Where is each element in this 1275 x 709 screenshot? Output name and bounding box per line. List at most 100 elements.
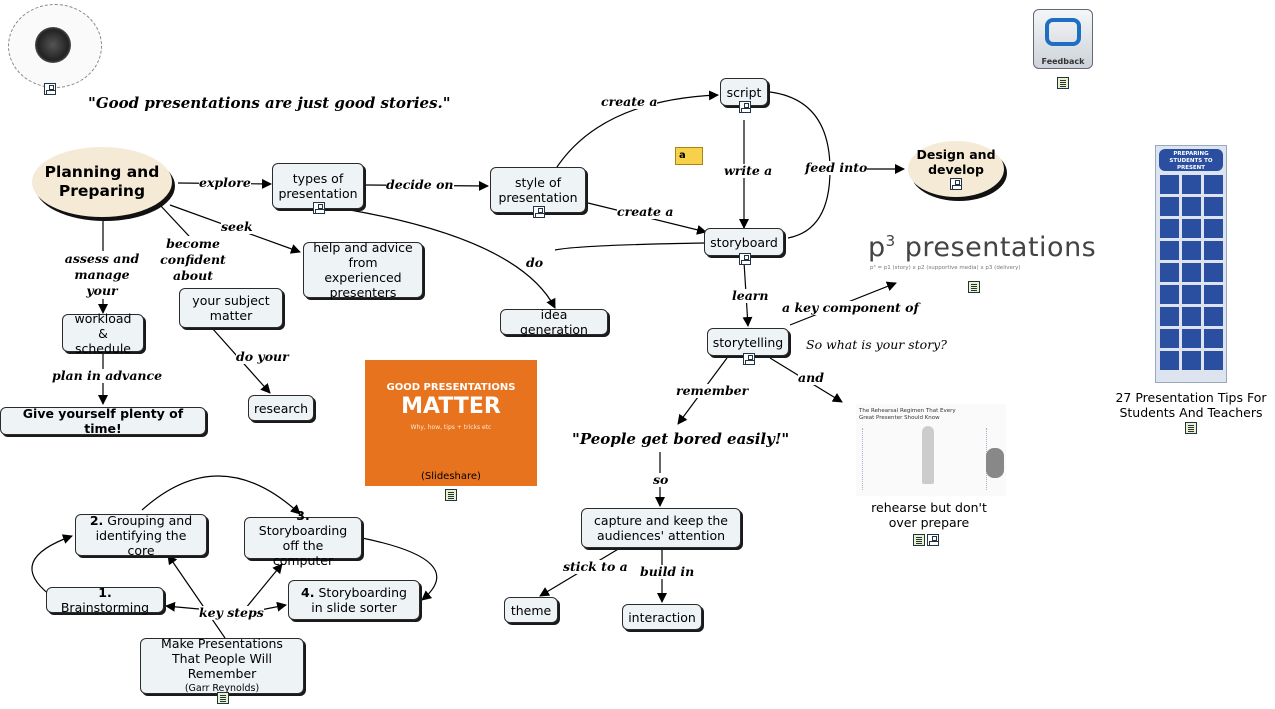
- slideshare-line3: Why, how, tips + tricks etc: [410, 424, 492, 431]
- resource-doc-icon[interactable]: [913, 534, 925, 546]
- p3-title: presentations: [904, 232, 1097, 263]
- step-number: 2.: [89, 512, 104, 528]
- storyboard[interactable]: storyboard: [704, 228, 784, 265]
- design-label: Design and develop: [916, 147, 996, 177]
- rehearsal-image[interactable]: The Rehearsal Regimen That Every Great P…: [856, 404, 1006, 496]
- design-and-develop[interactable]: Design and develop: [908, 141, 1004, 197]
- storytelling[interactable]: storytelling: [707, 328, 789, 365]
- planning-label: Planning and Preparing: [44, 163, 160, 200]
- grouping-label: 2. Grouping and identifying the core: [82, 513, 200, 558]
- link-seek: seek: [221, 219, 253, 234]
- link-key-steps: key steps: [199, 605, 264, 620]
- resource-doc-icon[interactable]: [1057, 77, 1069, 89]
- rehearsal-panels-right: [946, 428, 987, 490]
- hand-pointer: [986, 448, 1004, 478]
- slideshare-image[interactable]: GOOD PRESENTATIONS MATTER Why, how, tips…: [365, 360, 537, 486]
- link-assess-manage: assess and manage your: [62, 251, 142, 299]
- slideshare-caption: (Slideshare): [421, 471, 481, 482]
- feedback-label: Feedback: [1041, 57, 1085, 66]
- brainstorming[interactable]: 1. Brainstorming: [46, 585, 164, 615]
- theme[interactable]: theme: [504, 597, 558, 623]
- presenter-figure: [922, 426, 934, 484]
- types-label: types of presentation: [278, 171, 358, 201]
- link-build-in: build in: [640, 564, 695, 579]
- resource-doc-icon[interactable]: [217, 692, 229, 704]
- give-yourself-time[interactable]: Give yourself plenty of time!: [0, 406, 206, 436]
- cmap-link-icon[interactable]: [313, 202, 325, 214]
- capture-label: capture and keep the audiences' attentio…: [594, 513, 728, 543]
- types-of-presentation[interactable]: types of presentation: [272, 163, 364, 214]
- theme-label: theme: [510, 602, 552, 618]
- subject-label: your subject matter: [192, 293, 270, 323]
- garr-author: (Garr Reynolds): [184, 683, 260, 694]
- cmap-link-icon[interactable]: [739, 101, 751, 113]
- link-do-your: do your: [236, 349, 289, 364]
- step-number: 4.: [301, 585, 315, 600]
- workload-and-schedule[interactable]: workload & schedule: [62, 311, 144, 356]
- interaction[interactable]: interaction: [622, 604, 702, 630]
- resource-doc-icon[interactable]: [1185, 422, 1197, 434]
- sb-sorter-label: 4. Storyboarding in slide sorter: [295, 585, 413, 615]
- quote-people-bored: "People get bored easily!": [572, 430, 790, 448]
- tips-grid-rows: [1160, 174, 1224, 370]
- time-label: Give yourself plenty of time!: [22, 406, 184, 436]
- slideshare-line2: MATTER: [401, 394, 501, 419]
- style-of-presentation[interactable]: style of presentation: [490, 167, 586, 218]
- link-so: so: [653, 472, 669, 487]
- tips-caption: 27 Presentation Tips For Students And Te…: [1115, 390, 1267, 420]
- link-explore: explore: [199, 175, 251, 190]
- p3-presentations-logo[interactable]: p3 presentations p³ = p1 (story) x p2 (s…: [868, 232, 1096, 276]
- link-what-story: So what is your story?: [806, 337, 947, 352]
- help-and-advice[interactable]: help and advice from experienced present…: [303, 240, 423, 300]
- thumbnail-photo: [35, 27, 71, 63]
- interaction-label: interaction: [628, 609, 696, 625]
- help-label: help and advice from experienced present…: [313, 240, 413, 300]
- idea-label: idea generation: [520, 307, 588, 337]
- cmap-link-icon[interactable]: [739, 253, 751, 265]
- cmap-link-icon[interactable]: [950, 178, 962, 190]
- link-become-confident: become confident about: [147, 236, 239, 284]
- your-subject-matter[interactable]: your subject matter: [179, 288, 283, 328]
- link-write-a: write a: [724, 163, 773, 178]
- link-stick-to-a: stick to a: [563, 559, 628, 574]
- sb-off-text: Storyboarding off the computer: [258, 523, 348, 568]
- p3-formula: p³ = p1 (story) x p2 (supportive media) …: [870, 265, 1021, 271]
- link-do: do: [526, 255, 544, 270]
- cmap-thumbnail[interactable]: [8, 4, 102, 88]
- slideshare-line1: GOOD PRESENTATIONS: [386, 382, 516, 393]
- planning-and-preparing[interactable]: Planning and Preparing: [32, 147, 172, 217]
- cmap-link-icon[interactable]: [927, 534, 939, 546]
- feedback-button[interactable]: Feedback: [1033, 9, 1093, 69]
- brainstorm-text: Brainstorming: [60, 600, 150, 615]
- rehearse-caption: rehearse but don't over prepare: [871, 500, 987, 530]
- storyboarding-off-computer[interactable]: 3. Storyboarding off the computer: [244, 508, 362, 568]
- tips-title: PREPARING STUDENTS TO PRESENT: [1159, 149, 1223, 171]
- link-learn: learn: [732, 288, 769, 303]
- link-plan-in-advance: plan in advance: [52, 368, 163, 383]
- amazon-link-icon[interactable]: a: [675, 147, 703, 165]
- storytelling-label: storytelling: [712, 334, 784, 350]
- grouping-and-identifying[interactable]: 2. Grouping and identifying the core: [75, 513, 207, 558]
- step-number: 1.: [98, 585, 112, 600]
- garr-reynolds-book[interactable]: Make Presentations That People Will Reme…: [140, 636, 304, 704]
- capture-attention[interactable]: capture and keep the audiences' attentio…: [581, 508, 741, 548]
- link-key-component: a key component of: [782, 300, 919, 315]
- idea-generation[interactable]: idea generation: [500, 307, 608, 337]
- resource-doc-icon[interactable]: [445, 489, 457, 501]
- garr-title: Make Presentations That People Will Reme…: [161, 636, 283, 681]
- storyboarding-slide-sorter[interactable]: 4. Storyboarding in slide sorter: [288, 580, 420, 620]
- link-create-a-script: create a: [601, 94, 658, 109]
- link-create-a-storyboard: create a: [617, 204, 674, 219]
- research-label: research: [253, 400, 309, 416]
- link-feed-into: feed into: [805, 160, 868, 175]
- cmap-link-icon[interactable]: [44, 83, 56, 95]
- link-decide-on: decide on: [386, 177, 454, 192]
- script-label: script: [726, 84, 762, 100]
- resource-doc-icon[interactable]: [968, 281, 980, 293]
- script[interactable]: script: [720, 78, 768, 113]
- rehearsal-title: The Rehearsal Regimen That Every Great P…: [859, 408, 956, 421]
- tips-infographic[interactable]: PREPARING STUDENTS TO PRESENT: [1155, 145, 1227, 383]
- research[interactable]: research: [248, 395, 314, 421]
- cmap-link-icon[interactable]: [533, 206, 545, 218]
- cmap-link-icon[interactable]: [743, 353, 755, 365]
